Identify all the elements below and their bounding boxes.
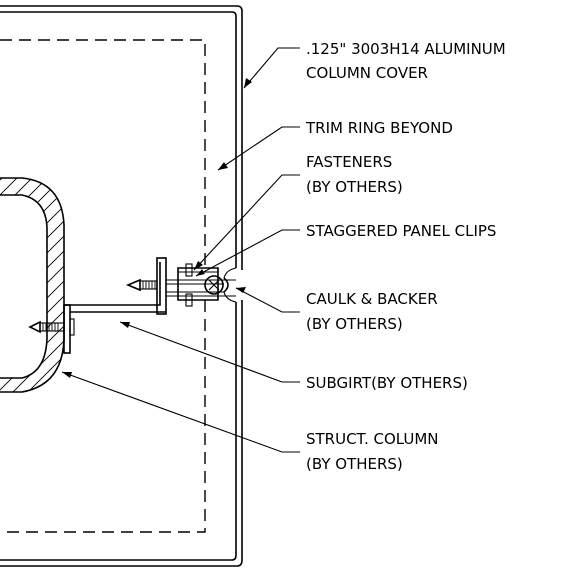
- callout-cover-line1: .125" 3003H14 ALUMINUM: [306, 40, 506, 58]
- callout-subgirt: SUBGIRT(BY OTHERS): [306, 374, 468, 392]
- callout-fasteners-line2: (BY OTHERS): [306, 178, 403, 196]
- callout-cover-line2: COLUMN COVER: [306, 64, 428, 82]
- callout-column-line1: STRUCT. COLUMN: [306, 430, 439, 448]
- callout-fasteners-line1: FASTENERS: [306, 153, 392, 171]
- callout-column-line2: (BY OTHERS): [306, 455, 403, 473]
- leader-arrowheads: [62, 78, 252, 378]
- trim-ring-outline: [0, 39, 206, 533]
- callout-panel-clips: STAGGERED PANEL CLIPS: [306, 222, 496, 240]
- column-cover-panel: [0, 5, 243, 567]
- column-bolt: [28, 318, 75, 336]
- structural-column: [0, 177, 65, 393]
- panel-clips: [177, 263, 219, 307]
- callout-labels: .125" 3003H14 ALUMINUM COLUMN COVER TRIM…: [305, 40, 506, 473]
- callout-trim-ring: TRIM RING BEYOND: [305, 119, 453, 137]
- caulk-backer: [204, 275, 229, 295]
- callout-caulk-line2: (BY OTHERS): [306, 315, 403, 333]
- subgirt-screw: [125, 278, 158, 292]
- leader-lines: [61, 47, 300, 453]
- callout-caulk-line1: CAULK & BACKER: [306, 290, 438, 308]
